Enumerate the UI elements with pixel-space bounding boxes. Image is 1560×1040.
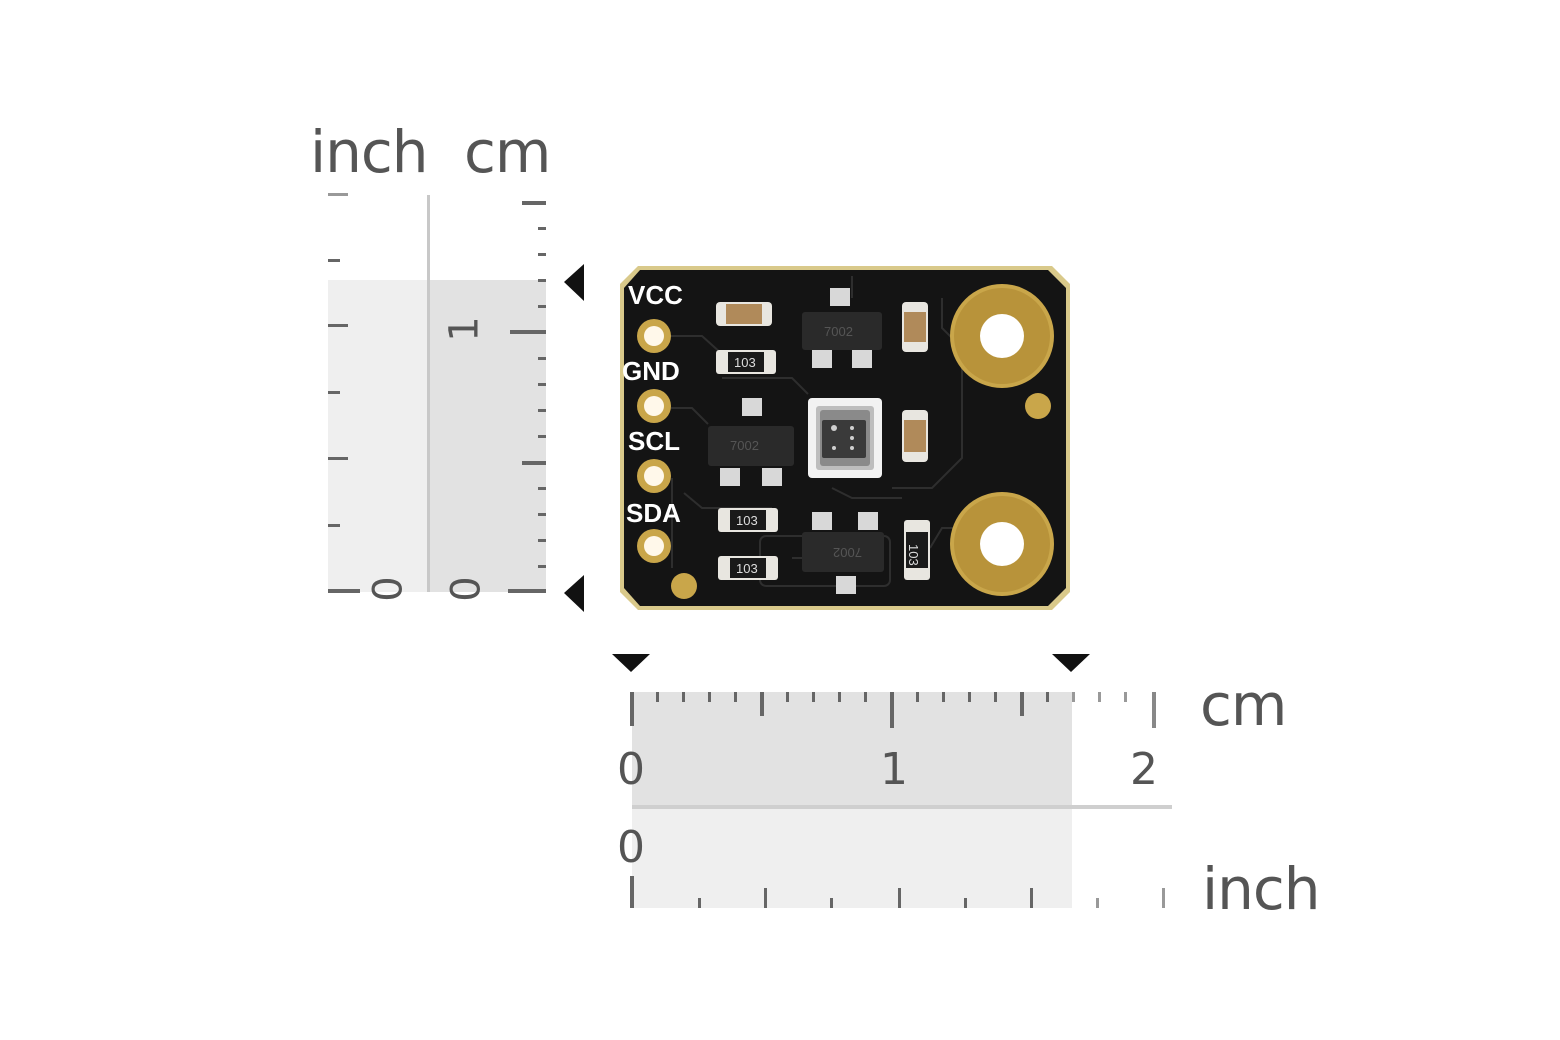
resistor-code-4: 103 <box>906 544 921 566</box>
horizontal-cm-shade <box>632 692 1072 806</box>
vertical-inch-zero: 0 <box>365 576 412 602</box>
horizontal-cm-1: 1 <box>880 744 908 795</box>
resistor-code-3: 103 <box>736 561 758 576</box>
pin-label-vcc: VCC <box>628 280 683 310</box>
vertical-cm-zero: 0 <box>443 576 490 602</box>
vertical-cm-label: cm <box>464 118 551 186</box>
horizontal-inch-0: 0 <box>617 822 645 873</box>
svg-text:7002: 7002 <box>824 324 853 339</box>
horizontal-divider <box>632 805 1172 809</box>
horizontal-inch-label: inch <box>1202 855 1321 923</box>
vertical-scale: inch cm 1 0 0 <box>300 115 600 635</box>
vertical-cm-one: 1 <box>441 316 488 342</box>
pin-label-gnd: GND <box>622 356 680 386</box>
pin-pads <box>637 319 671 563</box>
vertical-divider <box>427 195 430 592</box>
transistor-code-2: 7002 <box>833 545 862 560</box>
capacitors <box>716 302 928 462</box>
sensor-chip <box>808 398 882 478</box>
transistors: 7002 7002 7002 <box>708 288 884 594</box>
resistor-code-1: 103 <box>734 355 756 370</box>
horizontal-cm-0: 0 <box>617 744 645 795</box>
horizontal-left-marker-icon <box>612 654 650 672</box>
horizontal-cm-2: 2 <box>1130 744 1158 795</box>
transistor-code-1: 7002 <box>730 438 759 453</box>
resistors: 103 103 103 103 <box>716 350 930 580</box>
vertical-inch-label: inch <box>310 118 429 186</box>
vertical-top-marker-icon <box>564 264 584 301</box>
horizontal-right-marker-icon <box>1052 654 1090 672</box>
horizontal-scale: 0 1 2 0 cm inch <box>600 676 1360 940</box>
vertical-inch-shade <box>328 280 428 592</box>
resistor-code-2: 103 <box>736 513 758 528</box>
vertical-bottom-marker-icon <box>564 575 584 612</box>
sensor-board: VCC GND SCL SDA 103 103 <box>620 266 1070 610</box>
pin-label-scl: SCL <box>628 426 680 456</box>
mounting-holes <box>950 284 1054 596</box>
pin-label-sda: SDA <box>626 498 681 528</box>
horizontal-inch-shade <box>632 808 1072 908</box>
horizontal-cm-label: cm <box>1200 671 1287 739</box>
